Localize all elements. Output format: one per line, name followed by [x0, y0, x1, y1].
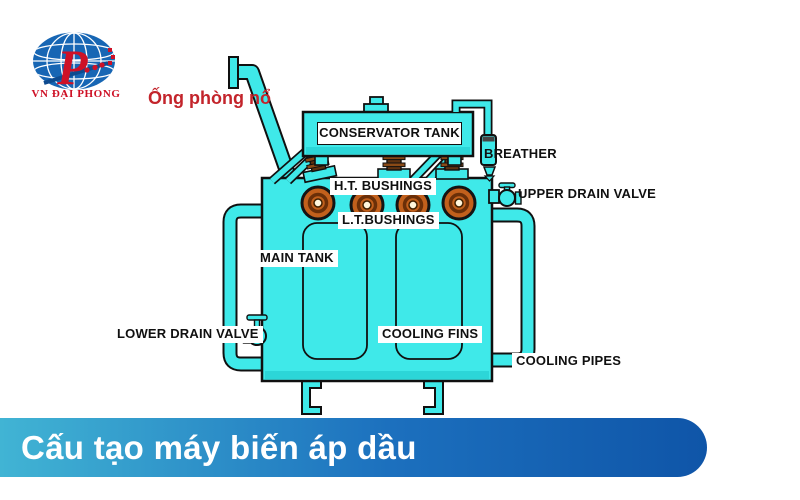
cooling-pipes-label: COOLING PIPES	[512, 353, 626, 370]
lt-bushing-port	[441, 185, 477, 221]
logo-square	[111, 55, 115, 59]
lt-bushings-label: L.T.BUSHINGS	[338, 212, 439, 229]
cooling-fin-panel-left	[302, 222, 368, 360]
logo: P	[33, 32, 115, 95]
upper-drain-valve-label: UPPER DRAIN VALVE	[518, 186, 656, 201]
logo-dot	[92, 64, 98, 71]
right-cooling-pipe	[491, 207, 536, 368]
logo-square	[108, 61, 112, 65]
tank-leg-right	[423, 380, 444, 415]
lower-drain-valve-label: LOWER DRAIN VALVE	[113, 326, 263, 343]
logo-square	[108, 48, 112, 52]
cooling-fins-label: COOLING FINS	[378, 326, 483, 343]
ht-bushings-label: H.T. BUSHINGS	[330, 178, 436, 195]
title-banner: Cấu tạo máy biến áp dầu	[0, 418, 707, 477]
upper-drain-valve-shape	[488, 182, 522, 207]
logo-dot	[99, 62, 105, 68]
tank-leg-left	[301, 380, 322, 415]
logo-brand-text: VN ĐẠI PHONG	[31, 88, 121, 100]
logo-dot	[84, 67, 90, 73]
page-title: Cấu tạo máy biến áp dầu	[21, 428, 417, 466]
left-cooling-pipe	[222, 203, 263, 372]
explosion-pipe-callout: Ống phòng nổ	[148, 88, 271, 108]
breather-unit	[451, 99, 497, 182]
logo-swoosh	[43, 61, 109, 85]
explosion-relief-pipe	[228, 56, 297, 180]
logo-monogram: P	[56, 39, 88, 95]
breather-label: BREATHER	[484, 146, 557, 161]
conservator-tank-label: CONSERVATOR TANK	[317, 122, 462, 145]
main-tank-label: MAIN TANK	[256, 250, 338, 267]
